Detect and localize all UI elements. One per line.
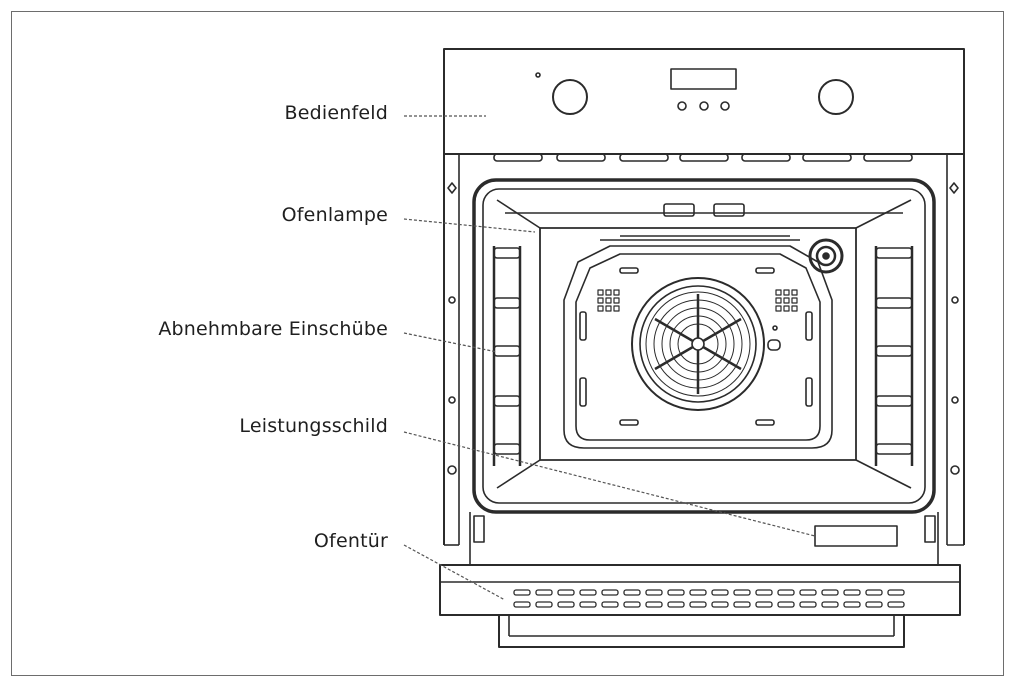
- leader-oven-lamp: [403, 218, 536, 233]
- top-heating-element: [600, 203, 800, 241]
- label-removable-racks: Abnehmbare Einschübe: [158, 318, 388, 340]
- control-panel: [443, 48, 965, 155]
- convection-fan: [631, 277, 765, 411]
- door-frame: [472, 178, 936, 514]
- oven-cavity: [496, 199, 912, 489]
- rating-plate-shape: [814, 525, 898, 547]
- label-oven-lamp: Ofenlampe: [281, 204, 388, 226]
- oven-body: [443, 154, 965, 546]
- rack-right: [874, 246, 914, 466]
- leader-rating-plate: [403, 431, 816, 537]
- leader-lines: [403, 115, 816, 601]
- oven-lamp-fixture: [808, 238, 844, 274]
- label-control-panel: Bedienfeld: [284, 102, 388, 124]
- leader-removable-racks: [403, 332, 498, 353]
- label-rating-plate: Leistungsschild: [239, 415, 388, 437]
- panel-vents: [493, 153, 913, 162]
- diagram-frame: [11, 11, 1004, 676]
- oven-door-shape: [439, 512, 961, 648]
- label-oven-door: Ofentür: [313, 530, 388, 552]
- leader-oven-door: [403, 544, 506, 601]
- rack-left: [492, 246, 522, 466]
